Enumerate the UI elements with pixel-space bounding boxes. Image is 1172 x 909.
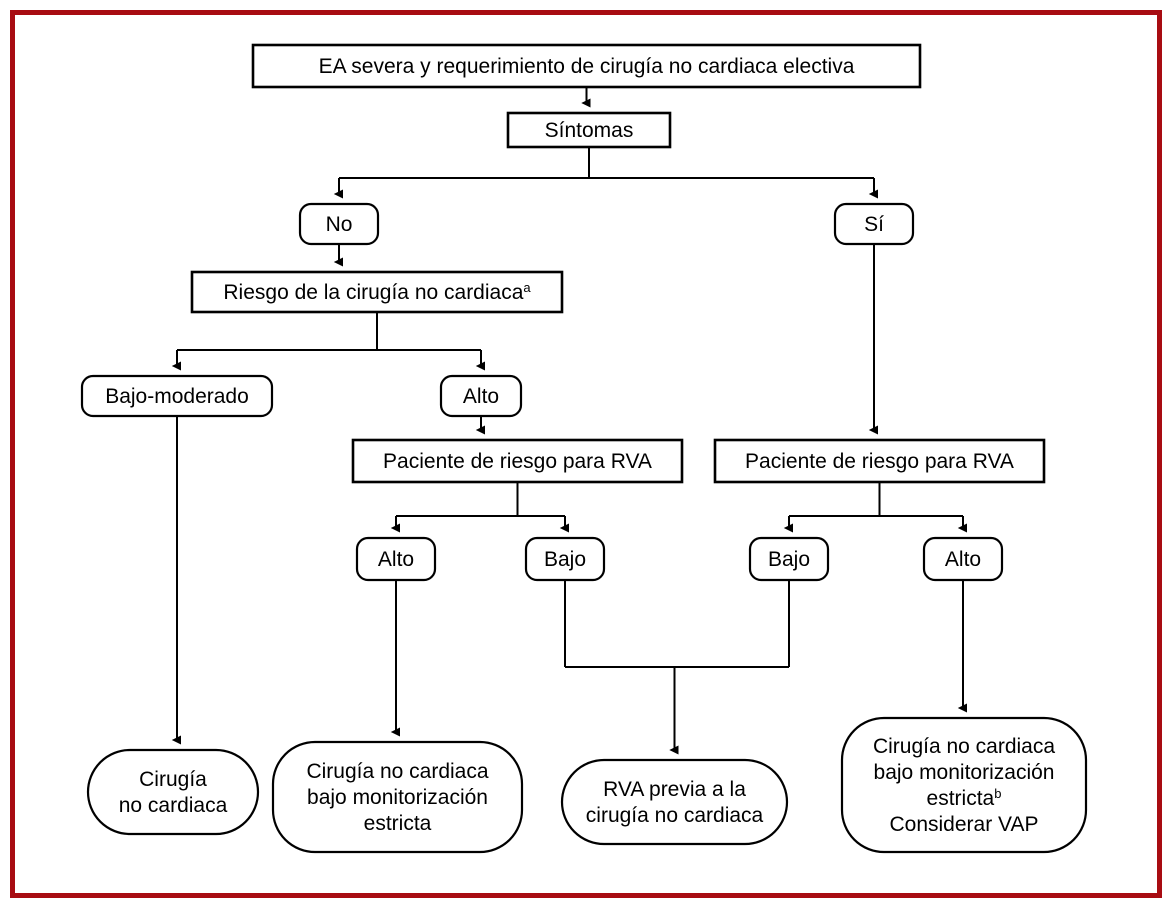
node-label: Cirugía	[139, 768, 207, 791]
node-layer: EA severa y requerimiento de cirugía no …	[82, 45, 1086, 852]
node-label: no cardiaca	[119, 794, 228, 817]
node-label: Bajo	[768, 548, 810, 571]
node-rva-izq[interactable]: Paciente de riesgo para RVA	[353, 440, 682, 482]
node-label: Alto	[378, 548, 414, 571]
node-label: cirugía no cardiaca	[586, 804, 764, 827]
node-bajo-izq[interactable]: Bajo	[526, 538, 604, 580]
node-label: Paciente de riesgo para RVA	[383, 450, 652, 473]
node-root[interactable]: EA severa y requerimiento de cirugía no …	[253, 45, 920, 87]
node-alto-der[interactable]: Alto	[924, 538, 1002, 580]
node-alto-izq[interactable]: Alto	[357, 538, 435, 580]
node-label: Paciente de riesgo para RVA	[745, 450, 1014, 473]
node-shape	[88, 750, 258, 834]
node-no[interactable]: No	[300, 204, 378, 244]
node-label: Bajo-moderado	[105, 385, 249, 408]
node-rva-der[interactable]: Paciente de riesgo para RVA	[715, 440, 1044, 482]
node-out-vap[interactable]: Cirugía no cardiaca bajo monitorizaciónes…	[842, 718, 1086, 852]
node-label: Bajo	[544, 548, 586, 571]
node-out-cirugia[interactable]: Cirugía no cardiaca	[88, 750, 258, 834]
node-shape	[562, 760, 787, 844]
node-label: bajo monitorización	[874, 761, 1055, 784]
node-si[interactable]: Sí	[835, 204, 913, 244]
connector-layer	[177, 87, 963, 750]
node-bajo-moderado[interactable]: Bajo-moderado	[82, 376, 272, 416]
node-label: No	[326, 213, 353, 236]
node-out-rva-previa[interactable]: RVA previa a la cirugía no cardiaca	[562, 760, 787, 844]
node-label: estricta	[364, 812, 432, 835]
node-label: Riesgo de la cirugía no cardiacaa	[223, 280, 531, 304]
node-alto-riesgo[interactable]: Alto	[441, 376, 521, 416]
node-label: Sí	[864, 213, 884, 236]
node-out-monitor[interactable]: Cirugía no cardiaca bajo monitorización es…	[273, 742, 522, 852]
node-label: Cirugía no cardiaca	[873, 735, 1055, 758]
node-bajo-der[interactable]: Bajo	[750, 538, 828, 580]
node-label: Cirugía no cardiaca	[306, 760, 488, 783]
node-label: RVA previa a la	[603, 778, 746, 801]
connector-rvaizq-bus	[396, 482, 565, 516]
node-label: Alto	[463, 385, 499, 408]
node-label: Considerar VAP	[889, 813, 1038, 836]
connector-sintomas-bus	[339, 147, 874, 178]
node-label: Síntomas	[545, 119, 634, 142]
node-label: estrictab	[927, 786, 1002, 810]
node-label: Alto	[945, 548, 981, 571]
node-riesgo[interactable]: Riesgo de la cirugía no cardiacaa	[192, 272, 562, 312]
node-label: bajo monitorización	[307, 786, 488, 809]
node-label: EA severa y requerimiento de cirugía no …	[319, 55, 855, 78]
connector-riesgo-bus	[177, 312, 481, 350]
connector-rvader-bus	[789, 482, 963, 516]
node-sintomas[interactable]: Síntomas	[508, 113, 670, 147]
